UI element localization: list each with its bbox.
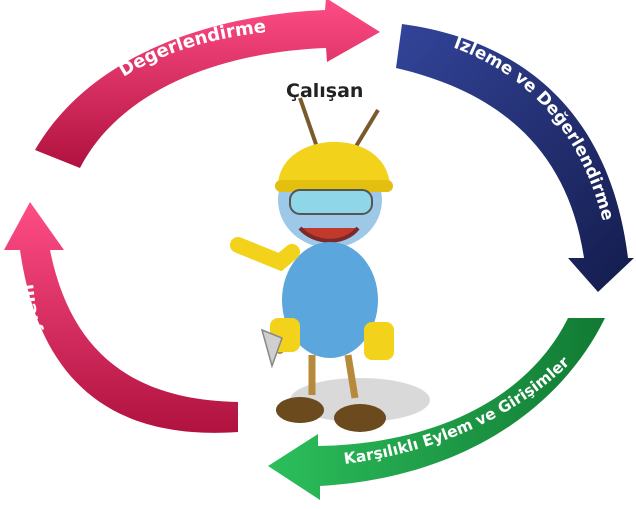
arrow-left: Eylem <box>4 202 238 433</box>
center-label: Çalışan <box>286 80 364 102</box>
arrow-right: İzleme ve Değerlendirme <box>396 24 634 292</box>
worker-ant-mascot-icon <box>230 97 430 432</box>
